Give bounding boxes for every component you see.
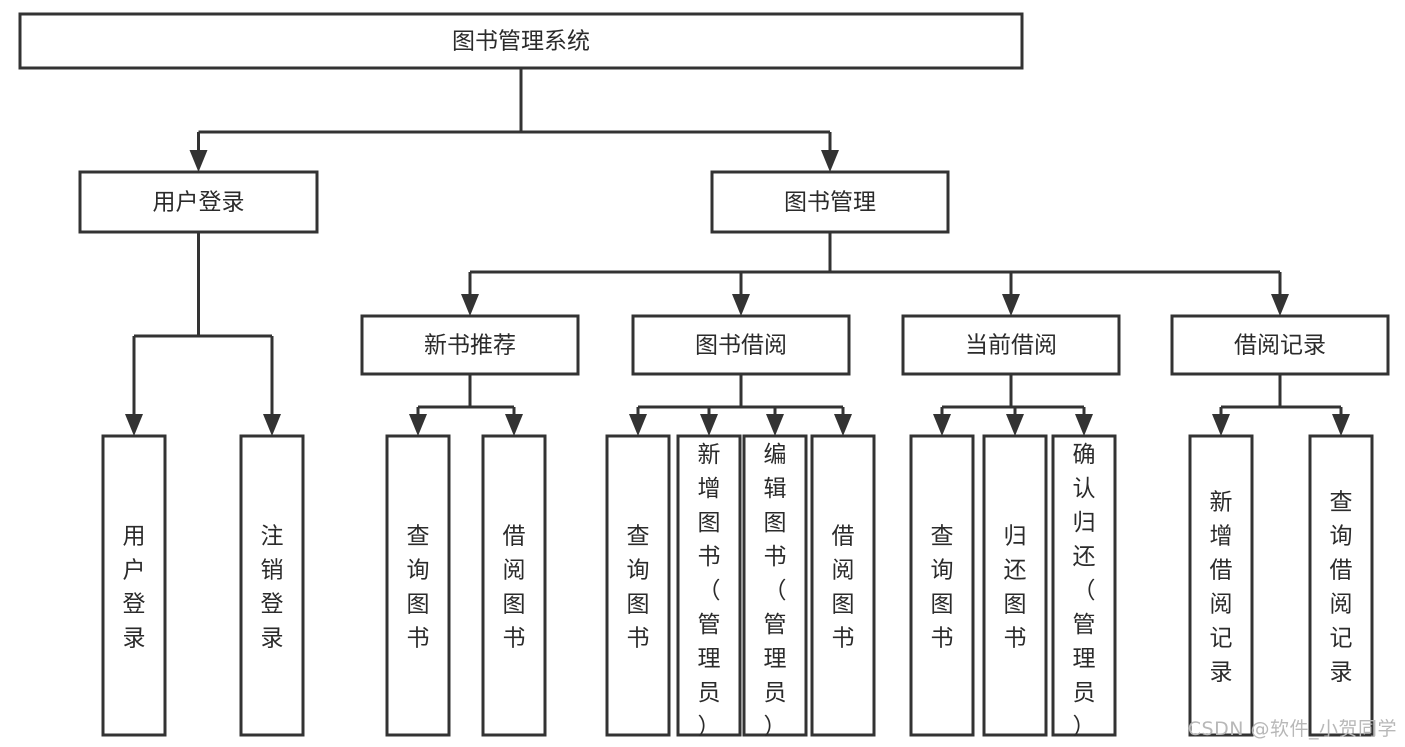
node-label: 查询图书 bbox=[407, 524, 430, 652]
node-label: 确认归还（管理员） bbox=[1073, 442, 1096, 740]
node-label: 用户登录 bbox=[153, 190, 245, 216]
node-leaf-13[interactable]: 查询借阅记录 bbox=[1308, 434, 1374, 737]
node-borrow[interactable]: 图书借阅 bbox=[631, 314, 851, 376]
node-records[interactable]: 借阅记录 bbox=[1170, 314, 1390, 376]
node-label: 当前借阅 bbox=[965, 333, 1057, 359]
node-label: 图书管理系统 bbox=[452, 29, 590, 55]
node-label: 新增图书（管理员） bbox=[698, 442, 721, 740]
node-label: 图书管理 bbox=[784, 190, 876, 216]
node-label: 借阅记录 bbox=[1234, 333, 1326, 359]
node-box[interactable] bbox=[605, 434, 671, 737]
node-leaf-5[interactable]: 查询图书 bbox=[605, 434, 671, 737]
node-box[interactable] bbox=[481, 434, 547, 737]
node-leaf-3[interactable]: 查询图书 bbox=[385, 434, 451, 737]
node-label: 新书推荐 bbox=[424, 333, 516, 359]
node-box[interactable] bbox=[385, 434, 451, 737]
node-label: 查询借阅记录 bbox=[1330, 490, 1353, 686]
node-label: 用户登录 bbox=[123, 524, 146, 652]
node-box[interactable] bbox=[810, 434, 876, 737]
node-label: 图书借阅 bbox=[695, 333, 787, 359]
node-bookmgmt[interactable]: 图书管理 bbox=[710, 170, 950, 234]
node-leaf-6[interactable]: 新增图书（管理员） bbox=[676, 434, 742, 740]
node-label: 查询图书 bbox=[627, 524, 650, 652]
node-box[interactable] bbox=[710, 170, 950, 234]
node-label: 查询图书 bbox=[931, 524, 954, 652]
node-label: 借阅图书 bbox=[832, 524, 855, 652]
node-label: 归还图书 bbox=[1004, 524, 1027, 652]
node-leaf-9[interactable]: 查询图书 bbox=[909, 434, 975, 737]
node-box[interactable] bbox=[901, 314, 1121, 376]
node-box[interactable] bbox=[982, 434, 1048, 737]
node-box[interactable] bbox=[1051, 434, 1117, 737]
node-newbook[interactable]: 新书推荐 bbox=[360, 314, 580, 376]
node-box[interactable] bbox=[1170, 314, 1390, 376]
node-label: 注销登录 bbox=[261, 524, 284, 652]
node-box[interactable] bbox=[676, 434, 742, 737]
node-label: 借阅图书 bbox=[503, 524, 526, 652]
node-leaf-11[interactable]: 确认归还（管理员） bbox=[1051, 434, 1117, 740]
node-box[interactable] bbox=[78, 170, 319, 234]
node-box[interactable] bbox=[631, 314, 851, 376]
node-login[interactable]: 用户登录 bbox=[78, 170, 319, 234]
node-leaf-4[interactable]: 借阅图书 bbox=[481, 434, 547, 737]
node-box[interactable] bbox=[909, 434, 975, 737]
node-box[interactable] bbox=[1308, 434, 1374, 737]
connector-layer bbox=[125, 68, 1350, 436]
node-leaf-2[interactable]: 注销登录 bbox=[239, 434, 305, 737]
node-label: 新增借阅记录 bbox=[1210, 490, 1233, 686]
node-box[interactable] bbox=[360, 314, 580, 376]
node-leaf-7[interactable]: 编辑图书（管理员） bbox=[742, 434, 808, 740]
node-box[interactable] bbox=[239, 434, 305, 737]
node-box[interactable] bbox=[1188, 434, 1254, 737]
node-leaf-12[interactable]: 新增借阅记录 bbox=[1188, 434, 1254, 737]
node-root[interactable]: 图书管理系统 bbox=[18, 12, 1024, 70]
node-layer: 图书管理系统用户登录图书管理新书推荐图书借阅当前借阅借阅记录用户登录注销登录查询… bbox=[18, 12, 1390, 740]
node-label: 编辑图书（管理员） bbox=[764, 442, 787, 740]
node-leaf-10[interactable]: 归还图书 bbox=[982, 434, 1048, 737]
node-box[interactable] bbox=[18, 12, 1024, 70]
node-leaf-8[interactable]: 借阅图书 bbox=[810, 434, 876, 737]
node-current[interactable]: 当前借阅 bbox=[901, 314, 1121, 376]
node-box[interactable] bbox=[742, 434, 808, 737]
node-box[interactable] bbox=[101, 434, 167, 737]
node-leaf-1[interactable]: 用户登录 bbox=[101, 434, 167, 737]
